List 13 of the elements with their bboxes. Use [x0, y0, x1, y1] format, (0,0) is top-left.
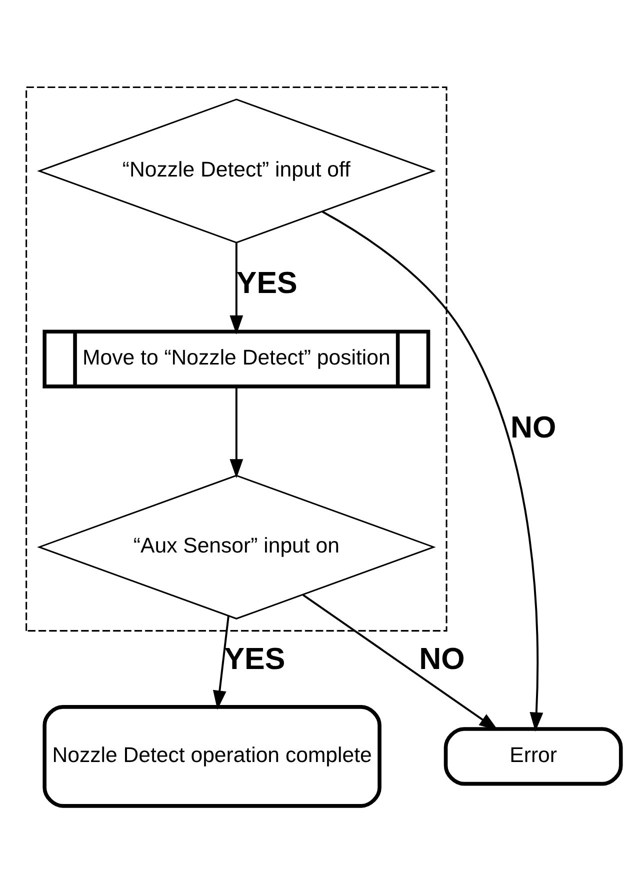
node-box: Error [444, 726, 623, 786]
edge-label: NO [419, 641, 465, 676]
arrow [230, 242, 244, 334]
node-diamond: “Nozzle Detect” input off [37, 98, 436, 243]
node-box: Nozzle Detect operation complete [42, 704, 382, 808]
node-diamond: “Aux Sensor” input on [37, 474, 436, 619]
arrow [302, 594, 498, 730]
edge-label: YES [224, 641, 286, 676]
edge-label: NO [510, 410, 556, 444]
arrow [212, 616, 230, 710]
arrow [322, 210, 544, 732]
cluster [26, 86, 448, 632]
arrow [230, 386, 244, 478]
